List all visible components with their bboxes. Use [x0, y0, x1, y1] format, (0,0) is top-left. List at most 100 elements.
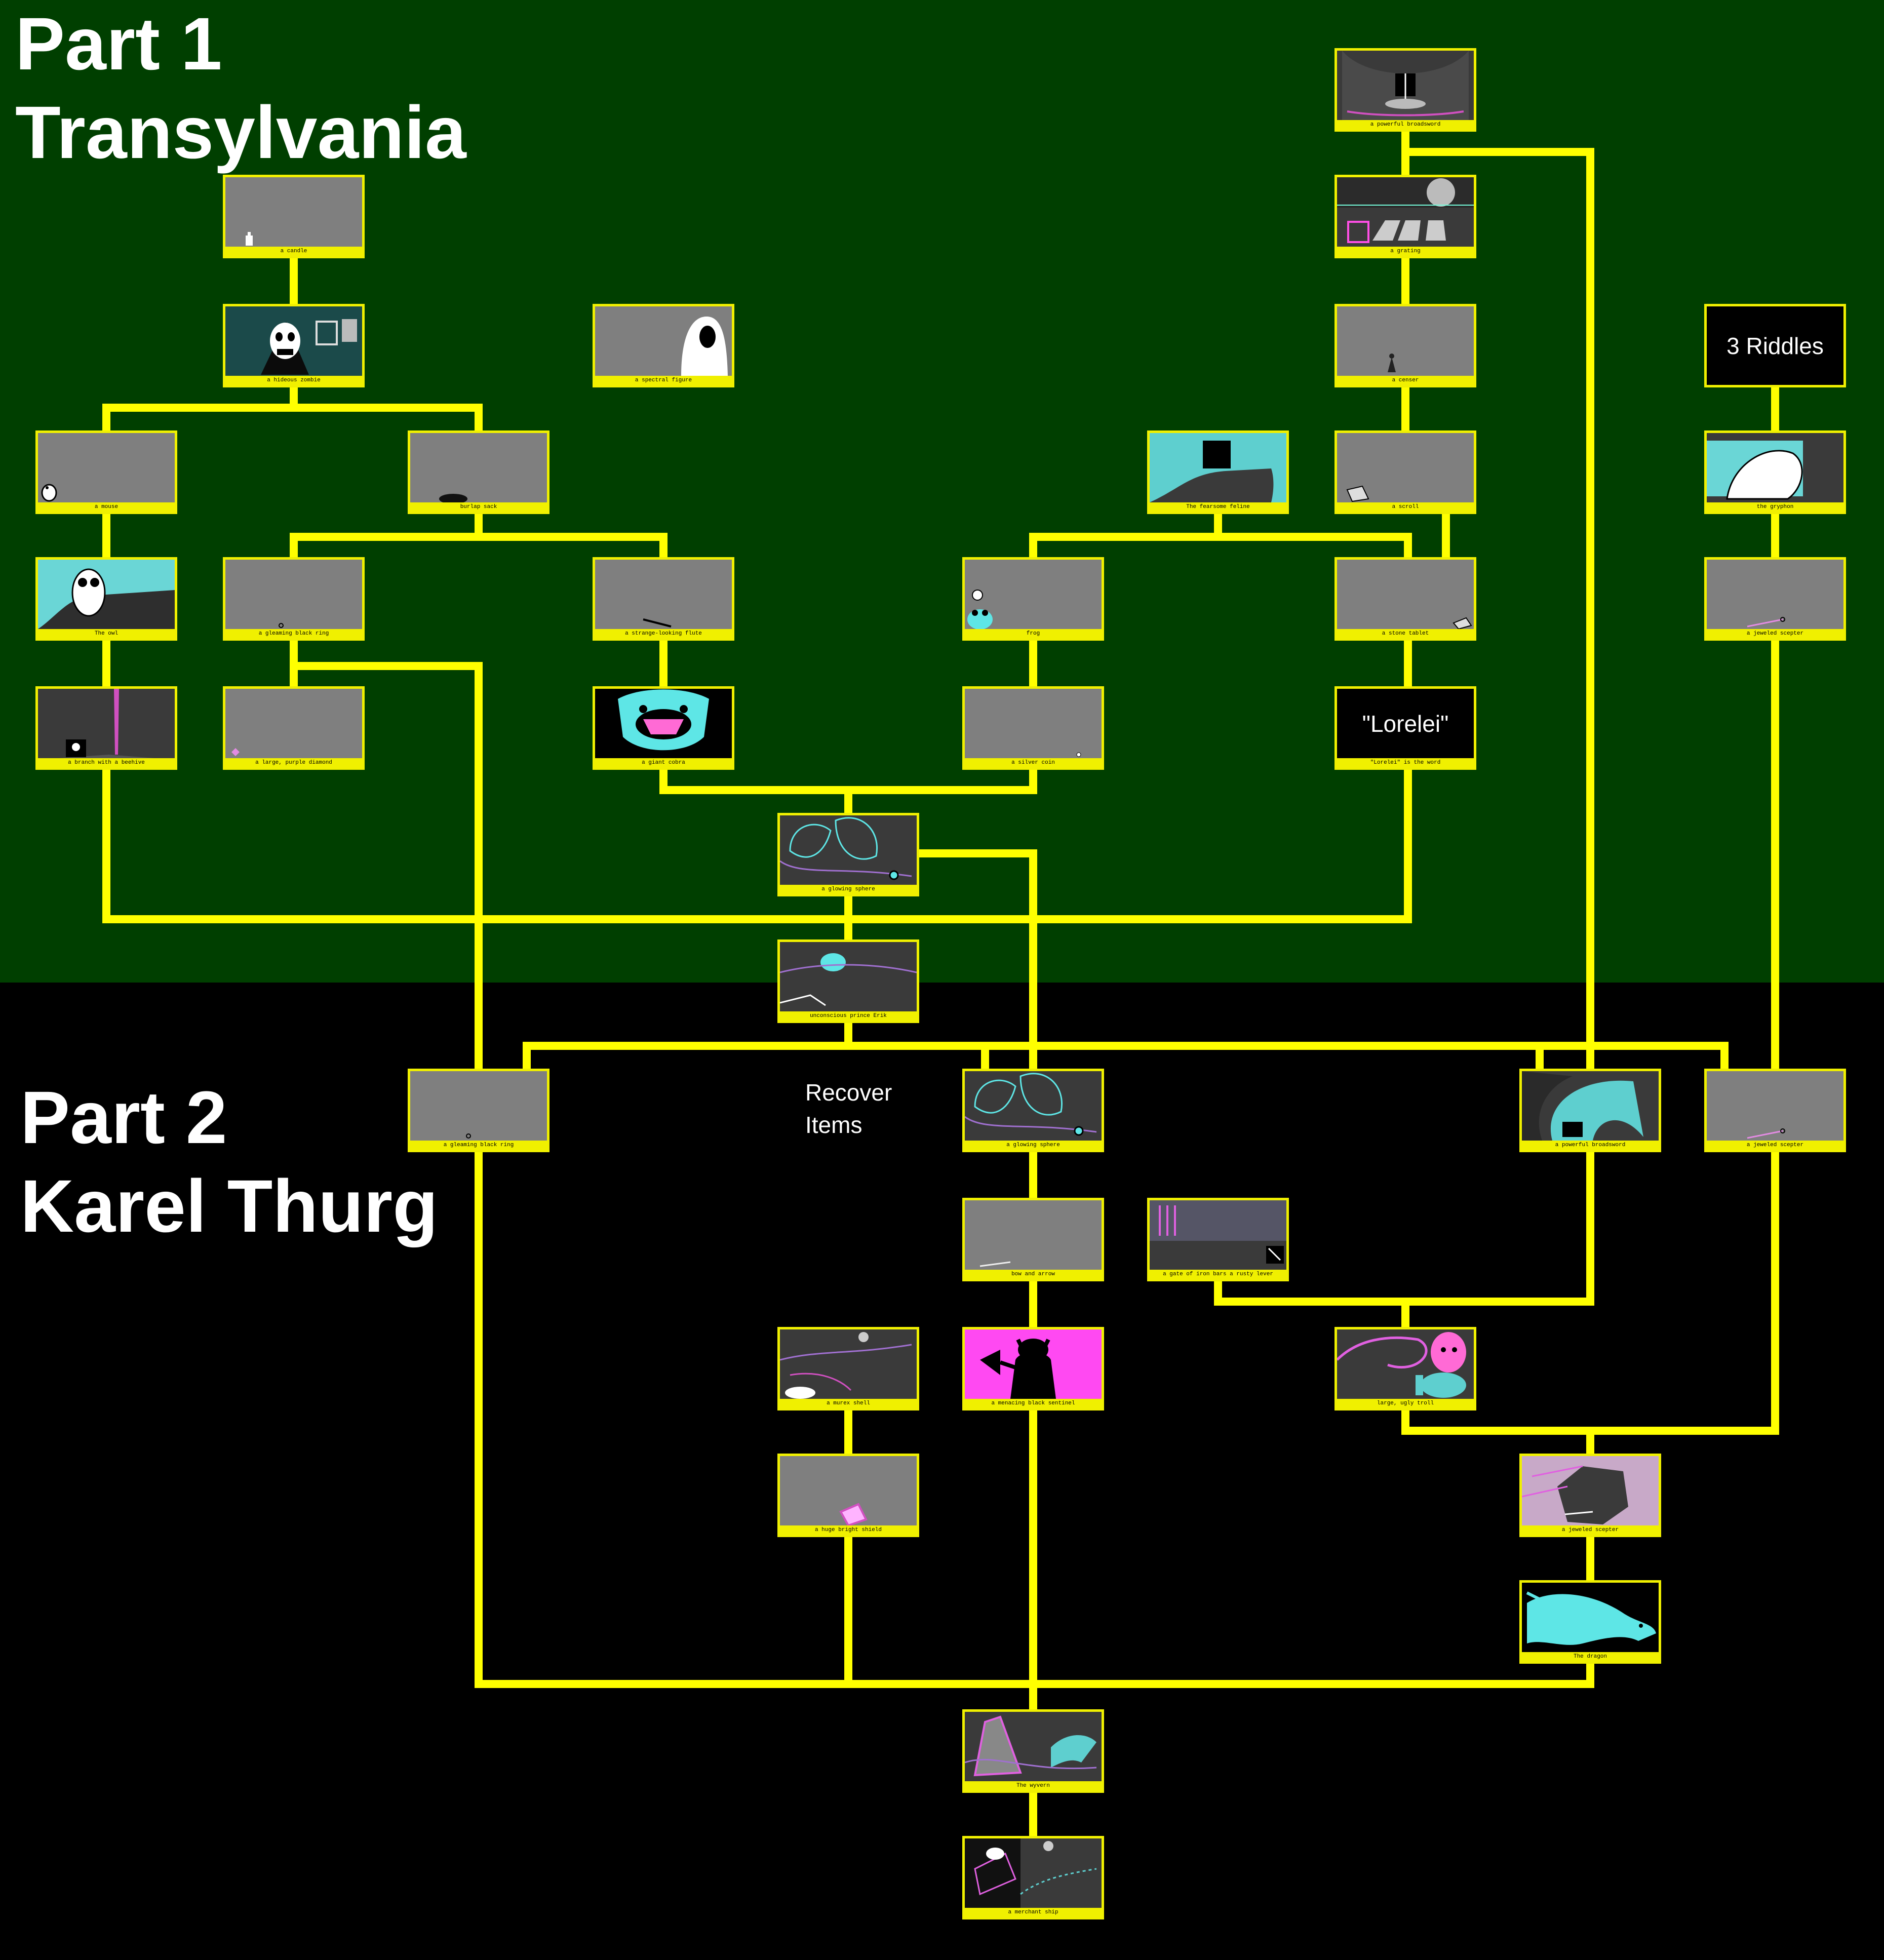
node-glowing-sphere-p1[interactable]: a glowing sphere — [777, 813, 919, 896]
gryphon-icon — [1707, 441, 1803, 500]
sentinel-icon — [980, 1339, 1056, 1399]
candle-icon — [246, 232, 253, 246]
recover-items-note: Recover Items — [805, 1079, 892, 1138]
caption: frog — [965, 629, 1102, 638]
caption: a powerful broadsword — [1337, 120, 1474, 129]
node-prince-erik[interactable]: unconscious prince Erik — [777, 939, 919, 1023]
caption: a jeweled scepter — [1522, 1525, 1659, 1535]
part1-region — [0, 0, 1884, 983]
node-frog[interactable]: frog — [962, 557, 1104, 641]
sword-icon — [1342, 51, 1469, 120]
node-merchant-ship[interactable]: a merchant ship — [962, 1836, 1104, 1919]
caption: a glowing sphere — [965, 1141, 1102, 1150]
gate-icon — [1150, 1200, 1286, 1264]
sphere-icon — [780, 817, 912, 880]
caption: a large, purple diamond — [225, 758, 362, 767]
node-black-sentinel[interactable]: a menacing black sentinel — [962, 1327, 1104, 1410]
node-cobra[interactable]: a giant cobra — [593, 686, 734, 770]
caption: a censer — [1337, 376, 1474, 385]
node-bow-arrow[interactable]: bow and arrow — [962, 1198, 1104, 1281]
node-scroll[interactable]: a scroll — [1334, 430, 1476, 514]
caption: The dragon — [1522, 1652, 1659, 1661]
node-glowing-sphere-p2[interactable]: a glowing sphere — [962, 1069, 1104, 1152]
owl-icon — [38, 560, 175, 629]
node-stone-tablet[interactable]: a stone tablet — [1334, 557, 1476, 641]
throne-icon — [1522, 1465, 1628, 1524]
node-mouse[interactable]: a mouse — [35, 430, 177, 514]
caption: a murex shell — [780, 1399, 917, 1408]
mouse-icon — [41, 484, 57, 502]
caption: a scroll — [1337, 502, 1474, 512]
scepter-icon — [1747, 1128, 1785, 1139]
node-3-riddles[interactable]: 3 Riddles — [1704, 304, 1846, 387]
node-beehive[interactable]: a branch with a beehive — [35, 686, 177, 770]
edge-broadsword-to-part2 — [1401, 148, 1594, 1073]
caption: The owl — [38, 629, 175, 638]
node-censer[interactable]: a censer — [1334, 304, 1476, 387]
edge-recover-bus — [523, 1042, 1729, 1073]
node-broadsword-p2[interactable]: a powerful broadsword — [1519, 1069, 1661, 1152]
ship-icon — [965, 1838, 1097, 1908]
coin-icon — [1076, 752, 1081, 757]
shell-icon — [780, 1332, 912, 1399]
node-grating[interactable]: a grating — [1334, 175, 1476, 258]
edge-ring-to-part2 — [290, 662, 483, 1073]
caption: a hideous zombie — [225, 376, 362, 385]
sack-icon — [439, 494, 467, 502]
node-lorelei[interactable]: "Lorelei" "Lorelei" is the word — [1334, 686, 1476, 770]
node-gryphon[interactable]: the gryphon — [1704, 430, 1846, 514]
node-broadsword-top[interactable]: a powerful broadsword — [1334, 48, 1476, 132]
node-silver-coin[interactable]: a silver coin — [962, 686, 1104, 770]
node-black-ring-p1[interactable]: a gleaming black ring — [223, 557, 365, 641]
node-scepter-throne[interactable]: a jeweled scepter — [1519, 1454, 1661, 1537]
node-owl[interactable]: The owl — [35, 557, 177, 641]
edge-beehive-loop — [102, 766, 1412, 923]
part2-title: Part 2 Karel Thurg — [20, 1076, 438, 1248]
caption: unconscious prince Erik — [780, 1011, 917, 1021]
node-feline[interactable]: The fearsome feline — [1147, 430, 1289, 514]
node-black-ring-p2[interactable]: a gleaming black ring — [408, 1069, 550, 1152]
edge-final-bus — [475, 1148, 1594, 1688]
node-sorcerer[interactable]: The wyvern — [962, 1709, 1104, 1793]
grating-icon — [1337, 177, 1474, 243]
caption: The fearsome feline — [1150, 502, 1286, 512]
node-spectral-figure[interactable]: a spectral figure — [593, 304, 734, 387]
caption: a gleaming black ring — [410, 1141, 547, 1150]
node-jeweled-scepter-p2[interactable]: a jeweled scepter — [1704, 1069, 1846, 1152]
caption: a huge bright shield — [780, 1525, 917, 1535]
caption: a merchant ship — [965, 1908, 1102, 1917]
node-flute[interactable]: a strange-looking flute — [593, 557, 734, 641]
caption: a glowing sphere — [780, 885, 917, 894]
caption: The wyvern — [965, 1781, 1102, 1790]
caption: a jeweled scepter — [1707, 629, 1843, 638]
ring-icon — [466, 1133, 471, 1139]
ghost-icon — [681, 317, 728, 376]
caption: a branch with a beehive — [38, 758, 175, 767]
node-zombie[interactable]: a hideous zombie — [223, 304, 365, 387]
caption: a candle — [225, 247, 362, 256]
node-jeweled-scepter-p1[interactable]: a jeweled scepter — [1704, 557, 1846, 641]
node-bright-shield[interactable]: a huge bright shield — [777, 1454, 919, 1537]
node-murex-shell[interactable]: a murex shell — [777, 1327, 919, 1410]
feline-icon — [1150, 433, 1286, 502]
node-troll[interactable]: large, ugly troll — [1334, 1327, 1476, 1410]
node-dragon[interactable]: The dragon — [1519, 1580, 1661, 1664]
node-burlap-sack[interactable]: burlap sack — [408, 430, 550, 514]
lorelei-text: "Lorelei" — [1362, 710, 1449, 737]
caption: large, ugly troll — [1337, 1399, 1474, 1408]
caption: a giant cobra — [595, 758, 732, 767]
caption: a gleaming black ring — [225, 629, 362, 638]
cobra-icon — [618, 689, 709, 751]
caption: a spectral figure — [595, 376, 732, 385]
node-diamond[interactable]: a large, purple diamond — [223, 686, 365, 770]
caption: a stone tablet — [1337, 629, 1474, 638]
zombie-icon — [225, 306, 362, 376]
riddles-text: 3 Riddles — [1726, 332, 1824, 359]
scepter-icon — [1747, 617, 1785, 628]
scroll-icon — [1346, 485, 1369, 502]
node-iron-gate[interactable]: a gate of iron bars a rusty lever — [1147, 1198, 1289, 1281]
caption: bow and arrow — [965, 1270, 1102, 1279]
node-candle[interactable]: a candle — [223, 175, 365, 258]
